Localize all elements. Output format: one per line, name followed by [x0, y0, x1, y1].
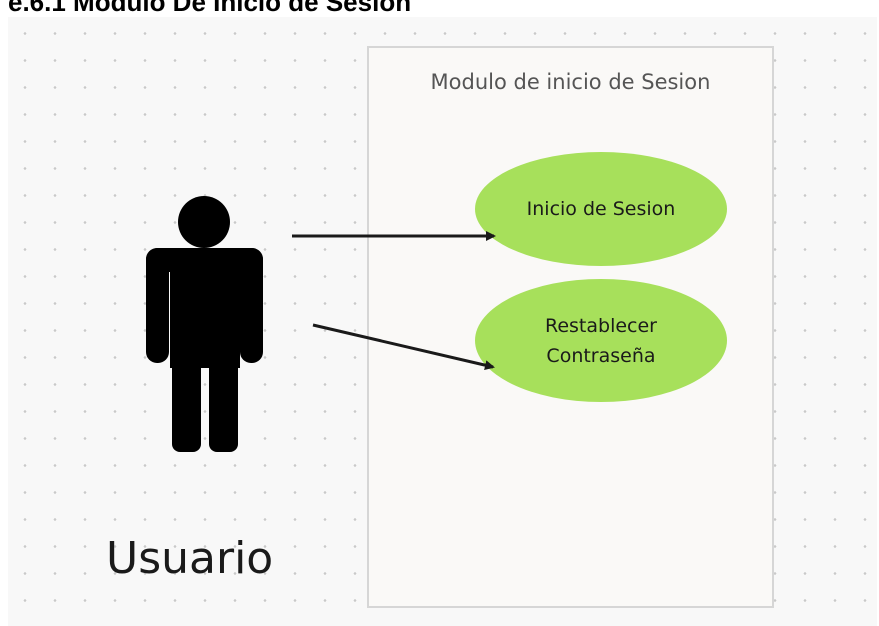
use-case-label: Inicio de Sesion [526, 198, 676, 220]
use-case-restablecer-contrasena[interactable]: Restablecer Contraseña [475, 279, 727, 402]
person-icon[interactable] [146, 196, 263, 452]
use-case-label: Restablecer Contraseña [544, 314, 657, 367]
actor-label: Usuario [106, 533, 274, 584]
section-heading: e.6.1 Modulo De Inicio de Sesion [8, 0, 412, 17]
system-boundary-title: Modulo de inicio de Sesion [430, 70, 711, 94]
arrow-icon[interactable] [312, 323, 495, 371]
use-case-inicio-de-sesion[interactable]: Inicio de Sesion [475, 152, 727, 266]
